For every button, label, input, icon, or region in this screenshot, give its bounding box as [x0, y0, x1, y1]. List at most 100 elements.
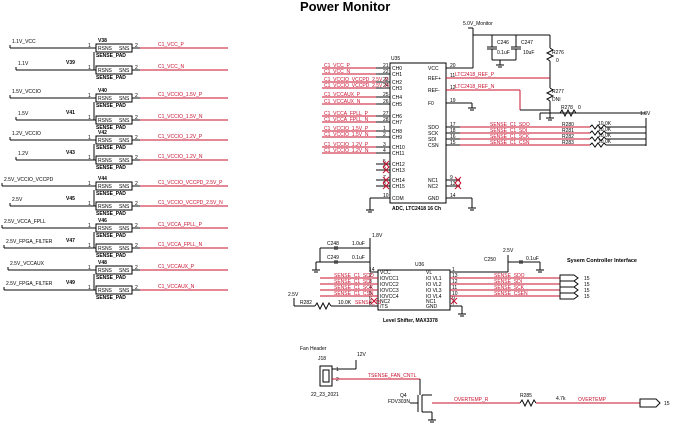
overtemp-pin: 15 [664, 401, 670, 407]
shifter-pin-num: 14 [369, 267, 375, 273]
r276-ref: R276 [552, 50, 564, 56]
level-shifter-block: U36 Level Shifter, MAX3378 VCC14IOVCC12I… [288, 233, 560, 324]
adc-input-net: C1_VCCIO_1.2V_P [324, 142, 369, 148]
rail-label: 2.5V_FPGA_FILTER [6, 239, 53, 245]
shifter-rail-left: 1.8V [372, 233, 383, 239]
adc-pin-name: CH0 [392, 66, 402, 72]
pullup-val: 10.0K [598, 133, 612, 139]
r285-val: 4.7k [556, 396, 566, 402]
sense-net: C1_VCCIO_VCCPD_2.5V_P [158, 180, 223, 186]
rail-label: 1.5V [18, 111, 29, 117]
sys-if-port [559, 286, 579, 294]
sense-net: C1_VCCIO_1.5V_P [158, 92, 203, 98]
shifter-pin-num: 12 [452, 279, 458, 285]
shifter-left-net: SENSE_C1_SCK [334, 285, 374, 291]
adc-pin-name: F0 [428, 101, 434, 107]
adc-pin-num: 17 [450, 122, 456, 128]
rsns-label: RSNS [98, 158, 113, 164]
sns-label: SNS [119, 158, 130, 164]
adc-pin-num: 20 [450, 63, 456, 69]
pad-label: SENSE_PAD [96, 295, 126, 301]
r278-ref: R278 [561, 105, 573, 111]
rail-label: 2.5V_VCCAUX [10, 261, 45, 267]
adc-pin-name: CH8 [392, 129, 402, 135]
sense-ref: V40 [98, 88, 107, 94]
c247-val: 10uF [523, 50, 534, 56]
pad-label: SENSE_PAD [96, 211, 126, 217]
sense-net: C1_VCCAUX_P [158, 264, 195, 270]
svg-text:2: 2 [135, 115, 138, 121]
sense-net: C1_VCCIO_1.5V_N [158, 114, 203, 120]
svg-text:2: 2 [135, 135, 138, 141]
sense-net: C1_VCCIO_1.2V_N [158, 154, 203, 160]
ref-p-net: LTC2418_REF_P [455, 72, 495, 78]
adc-pin-name: CH1 [392, 72, 402, 78]
bus-net: SENSE_C1_SDO [490, 122, 530, 128]
svg-text:2: 2 [135, 93, 138, 99]
svg-text:1: 1 [88, 155, 91, 161]
adc-name: ADC, LTC2418 16 Ch [392, 206, 441, 212]
adc-input-net: C1_VCCAUX_P [324, 92, 361, 98]
bus-net: SENSE_C1_CSN [490, 140, 530, 146]
sense-ref: V48 [98, 260, 107, 266]
pullup-ref: R283 [562, 140, 574, 146]
sense-net: C1_VCC_N [158, 64, 185, 70]
shifter-pin-name: IOVCC2 [380, 282, 399, 288]
c247-ref: C247 [521, 40, 533, 46]
shifter-pin-name: /TS [380, 304, 388, 310]
adc-pin-num: 21 [383, 63, 389, 69]
sense-ref: V39 [66, 60, 75, 66]
shifter-pin-num: 13 [452, 273, 458, 279]
sense-net: C1_VCCA_FPLL_P [158, 222, 203, 228]
sns-label: SNS [119, 68, 130, 74]
svg-text:1: 1 [88, 223, 91, 229]
pullup-ref: R281 [562, 128, 574, 134]
shifter-pin-name: IO VL4 [426, 294, 442, 300]
shifter-pin-name: IOVCC1 [380, 276, 399, 282]
adc-input-net: C1_VCCIO_VCCPD_2.5V_N [324, 83, 389, 89]
adc-pin-name: NC2 [428, 184, 438, 190]
pad-label: SENSE_PAD [96, 125, 126, 131]
adc-pin-num: 9 [450, 175, 453, 181]
sense-ref: V45 [66, 196, 75, 202]
shifter-pin-name: IOVCC3 [380, 288, 399, 294]
rail-label: 2.5V_VCCA_FPLL [4, 219, 46, 225]
adc-pin-num: 11 [450, 73, 455, 79]
shifter-right-net: SENSE_SDI [494, 279, 522, 285]
fan-rail: 12V [357, 352, 367, 358]
shifter-nets: SENSE_C1_SDOSENSE_C1_SDISENSE_C1_SCKSENS… [320, 273, 560, 305]
sense-net: C1_VCCA_FPLL_N [158, 242, 203, 248]
shifter-pin-num: 7 [452, 301, 455, 307]
svg-text:2: 2 [336, 377, 339, 383]
sys-if-pin: 15 [584, 294, 590, 300]
adc-pin-name: VCC [428, 66, 439, 72]
adc-pin-num: 3 [383, 142, 386, 148]
svg-text:2: 2 [135, 65, 138, 71]
c248-ref: C248 [327, 241, 339, 247]
rail-label: 2.5V_FPGA_FILTER [6, 281, 53, 287]
r285-ref: R285 [520, 393, 532, 399]
fan-ref: J18 [318, 356, 326, 362]
svg-text:1: 1 [336, 367, 339, 373]
adc-pin-num: 1 [383, 126, 386, 132]
monitor-rail-label: 5.0V_Monitor [463, 21, 493, 27]
pad-label: SENSE_PAD [96, 75, 126, 81]
shifter-pin-name: IOVCC4 [380, 294, 399, 300]
rail-label: 1.2V_VCCIO [12, 131, 41, 137]
adc-pin-num: 4 [383, 148, 386, 154]
adc-pin-name: GND [428, 196, 440, 202]
rsns-label: RSNS [98, 68, 113, 74]
svg-text:1: 1 [88, 181, 91, 187]
pullup-val: 10.0K [598, 139, 612, 145]
rsns-label: RSNS [98, 288, 113, 294]
shifter-pin-num: 5 [369, 291, 372, 297]
adc-pin-num: 19 [450, 98, 456, 104]
